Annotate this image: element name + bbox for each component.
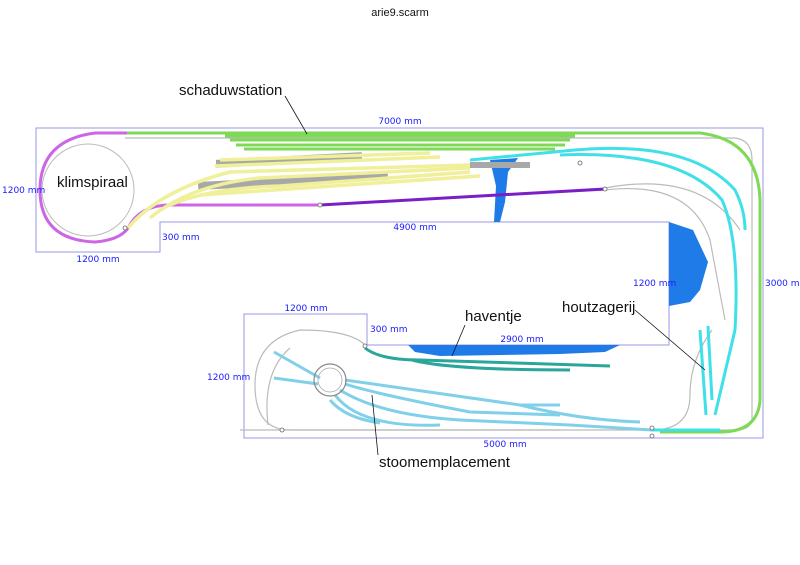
title: arie9.scarm [371, 7, 428, 19]
dim-left-height: 1200 mm [2, 186, 45, 196]
dim-haven-width: 2900 mm [500, 335, 543, 345]
label-houtzagerij: houtzagerij [562, 299, 635, 316]
platform-lower [197, 172, 389, 190]
dim-inner-width: 4900 mm [393, 223, 436, 233]
label-schaduwstation: schaduwstation [179, 82, 282, 99]
spiral-circle [41, 143, 135, 237]
cyan-track [469, 146, 747, 432]
lightblue-tracks [273, 350, 653, 432]
water-haven [408, 345, 620, 356]
water-river [490, 158, 518, 222]
teal-tracks [364, 346, 611, 372]
dim-lower-left-width: 1200 mm [284, 304, 327, 314]
yellow-tracks [126, 151, 481, 230]
leader-lines [284, 95, 706, 456]
label-stoomemplacement: stoomemplacement [379, 454, 511, 471]
label-haventje: haventje [465, 308, 522, 325]
turntable-inner [317, 367, 343, 393]
purple-track [319, 187, 606, 207]
label-klimspiraal: klimspiraal [57, 174, 128, 191]
dim-bottom-width: 5000 mm [483, 440, 526, 450]
track-end-markers [122, 160, 655, 439]
dim-inner-300-bottom: 300 mm [370, 325, 408, 335]
dim-top-width: 7000 mm [378, 117, 421, 127]
dim-lower-left-height: 1200 mm [207, 373, 250, 383]
dim-inner-height: 1200 mm [633, 279, 676, 289]
turntable [313, 363, 347, 397]
water-houtzagerij [669, 222, 708, 306]
green-track [127, 131, 762, 434]
platform-mid [470, 162, 530, 168]
dim-inner-300-top: 300 mm [162, 233, 200, 243]
dim-right-height: 3000 mm [765, 279, 800, 289]
dim-left-bottom-width: 1200 mm [76, 255, 119, 265]
